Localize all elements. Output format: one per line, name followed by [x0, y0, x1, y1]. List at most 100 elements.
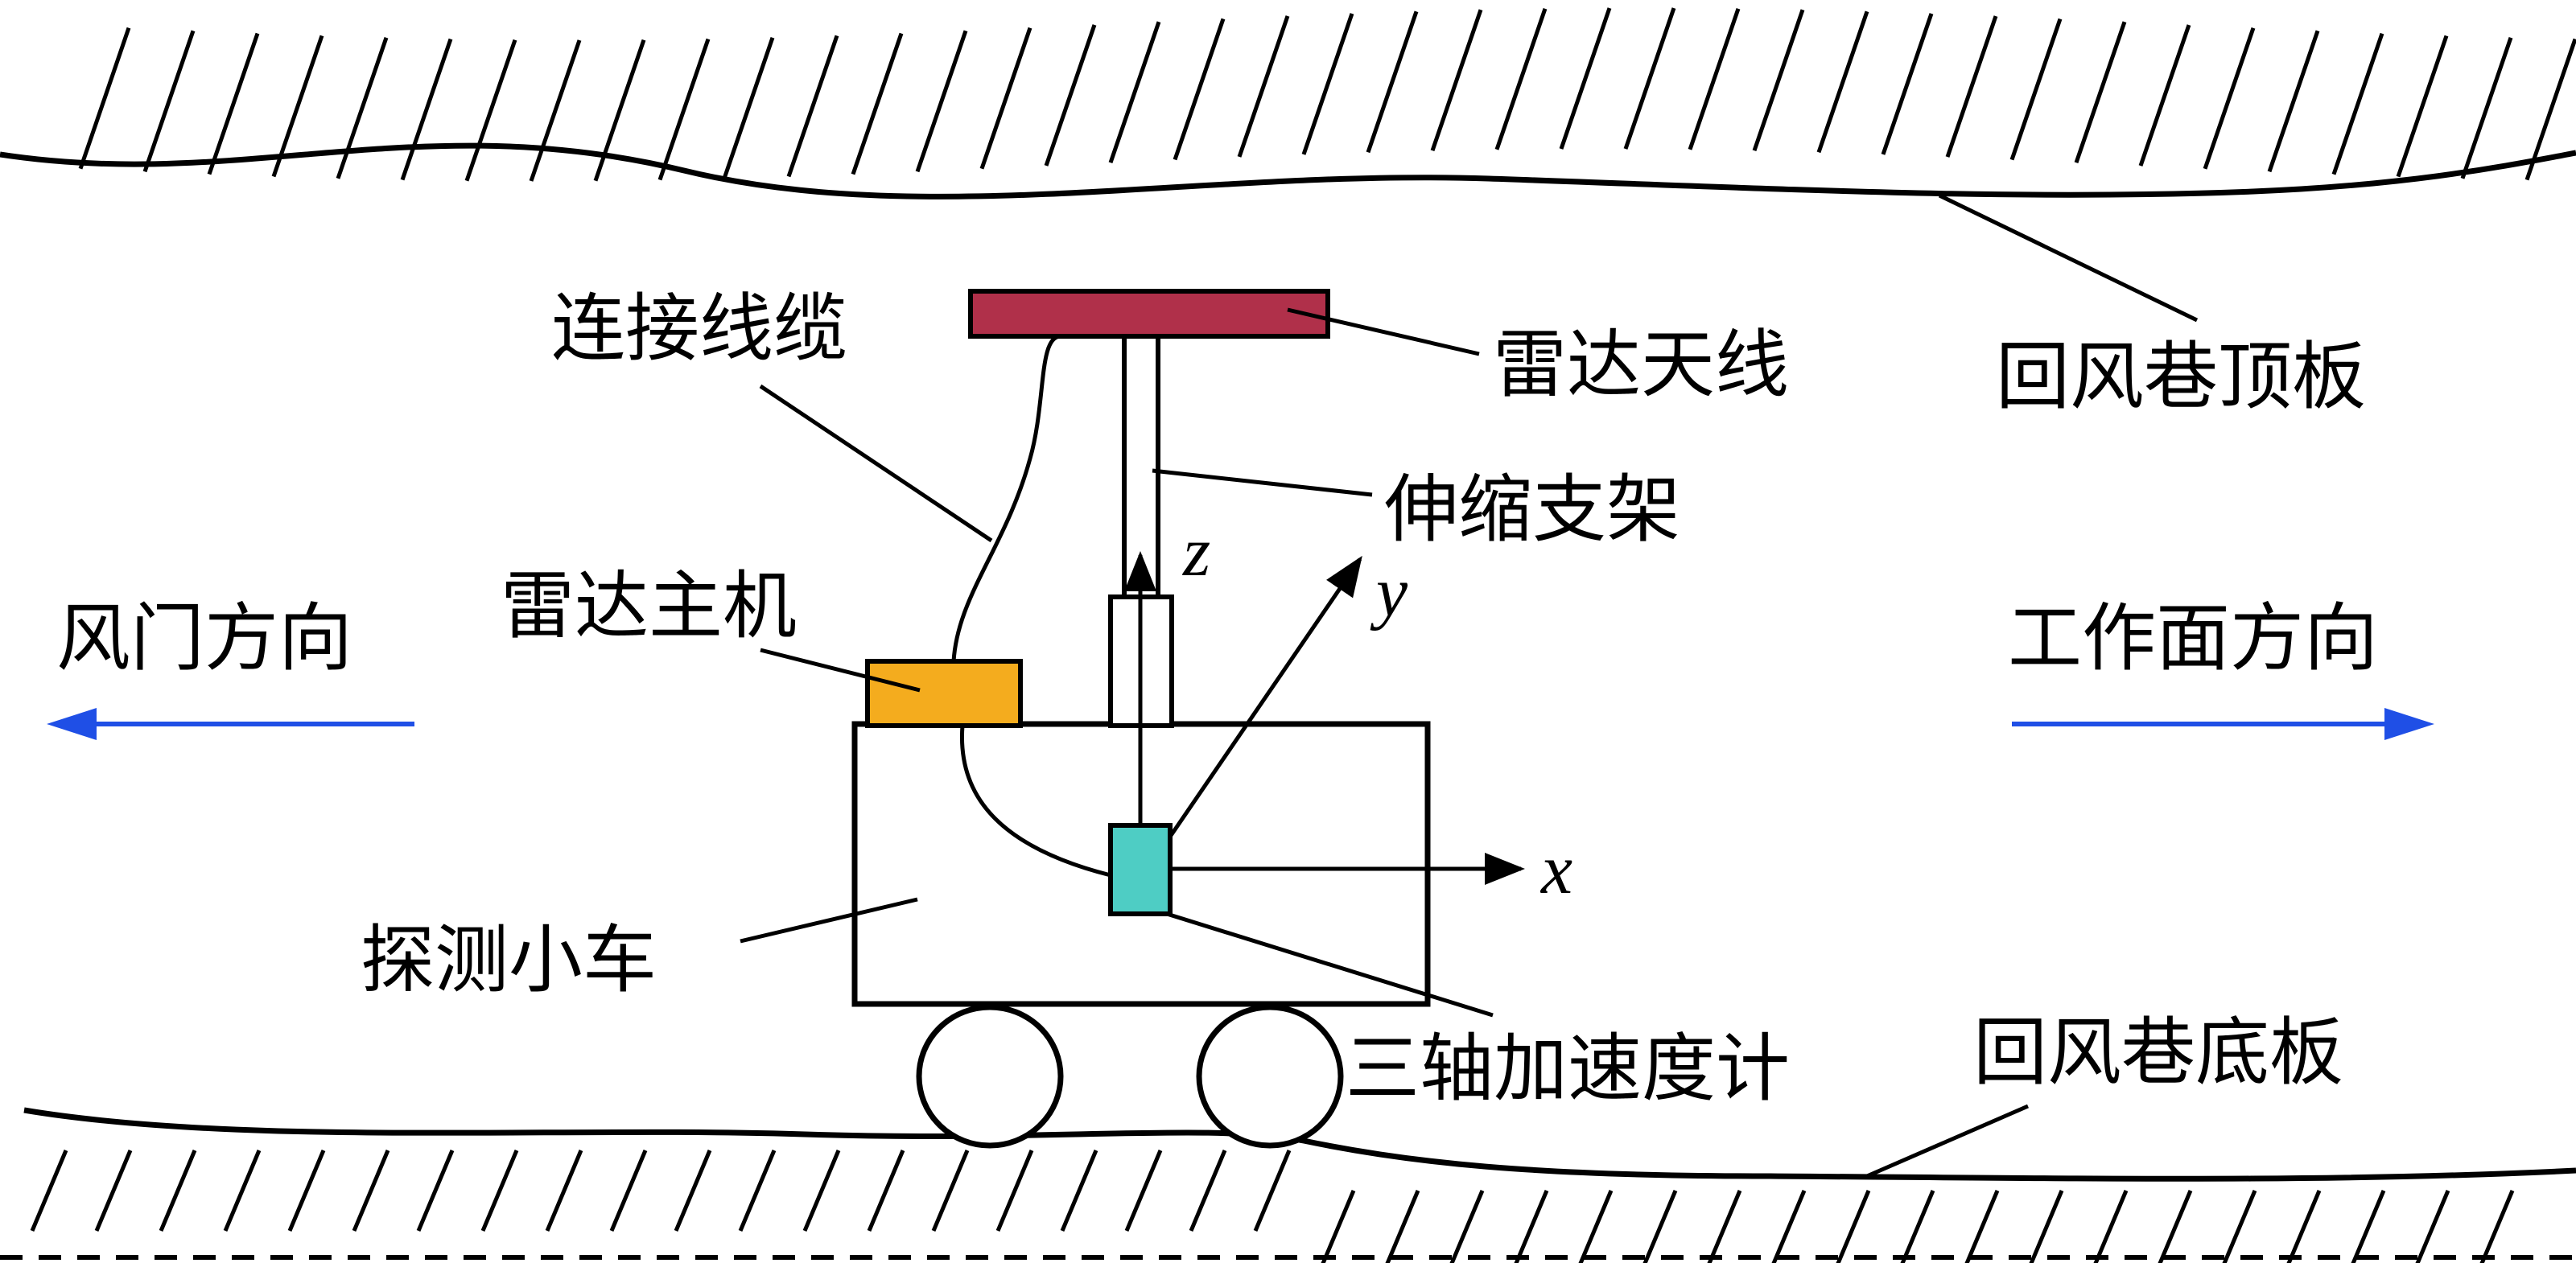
floor-hatch-mark: [159, 1150, 197, 1232]
roof-hatch-mark: [1945, 15, 1998, 158]
roof-hatch-mark: [1366, 10, 1419, 154]
floor-hatch-mark: [2222, 1190, 2257, 1263]
accelerometer-label: 三轴加速度计: [1346, 1026, 1790, 1112]
roof-hatch-mark: [722, 37, 775, 179]
floor-hatch-mark: [674, 1150, 712, 1232]
roof-hatch-mark: [78, 27, 131, 170]
antenna-label: 雷达天线: [1493, 322, 1789, 408]
floor-hatch-mark: [995, 1150, 1034, 1232]
floor-hatch-mark: [1514, 1190, 1549, 1263]
roof-hatch-mark: [2267, 30, 2320, 173]
roof-hatch-mark: [1816, 10, 1869, 154]
roof-hatch-mark: [1752, 9, 1805, 152]
roof-hatch-mark: [2460, 37, 2513, 179]
roof-hatch-mark: [400, 38, 453, 181]
floor-hatch-mark: [867, 1150, 905, 1232]
roof-hatch-mark: [1108, 21, 1161, 163]
floor-hatch-mark: [931, 1150, 970, 1232]
mast-leader-line: [1152, 468, 1373, 497]
roof-hatch-mark: [1430, 9, 1483, 152]
floor-hatch-mark: [1578, 1190, 1614, 1263]
floor-hatch-mark: [1900, 1190, 1935, 1263]
roof-hatch-mark: [1881, 13, 1934, 155]
vehicle-label: 探测小车: [361, 917, 657, 1003]
floor-hatch-mark: [545, 1150, 583, 1232]
roof-hatch-mark: [1237, 15, 1290, 158]
floor-hatch-mark: [2286, 1190, 2322, 1263]
internal-cable: [959, 725, 1111, 878]
radar-antenna-bar: [968, 289, 1330, 339]
floor-hatch-mark: [1449, 1190, 1485, 1263]
roof-hatch-mark: [1173, 18, 1226, 161]
floor-hatch-mark: [2093, 1190, 2129, 1263]
floor-hatch-mark: [287, 1150, 326, 1232]
floor-hatch-mark: [480, 1150, 519, 1232]
right-direction-label: 工作面方向: [2008, 595, 2378, 681]
roof-hatch-mark: [271, 35, 324, 178]
floor-label: 回风巷底板: [1973, 1010, 2343, 1096]
floor-hatch-mark: [1060, 1150, 1098, 1232]
right-direction-arrow: [2012, 708, 2434, 740]
roof-hatch-mark: [1623, 7, 1676, 150]
cable-label: 连接线缆: [551, 286, 847, 372]
floor-hatch-mark: [609, 1150, 648, 1232]
floor-hatch-mark: [1189, 1150, 1227, 1232]
floor-hatch-mark: [30, 1150, 68, 1232]
floor-hatch-mark: [1385, 1190, 1420, 1263]
roof-hatch-mark: [2074, 21, 2127, 164]
connecting-cable: [951, 334, 1061, 662]
floor-hatch-mark: [738, 1150, 777, 1232]
x-axis-label: x: [1539, 831, 1572, 909]
roof-hatch-mark: [1301, 13, 1354, 155]
roof-hatch-mark: [1044, 24, 1097, 167]
roof-hatch-mark: [142, 30, 196, 173]
roof-hatch-mark: [2331, 32, 2384, 175]
floor-hatch-mark: [802, 1150, 841, 1232]
floor-hatch-mark: [1253, 1150, 1292, 1232]
floor-hatch-mark: [1321, 1190, 1356, 1263]
roof-hatch-mark: [2396, 35, 2449, 178]
cable-leader-line: [759, 384, 993, 543]
vehicle-leader-line: [740, 897, 918, 944]
floor-hatch-mark: [2479, 1190, 2515, 1263]
roof-leader-line: [1938, 193, 2199, 323]
roof-hatch-mark: [2203, 27, 2256, 170]
floor-hatch-mark: [1642, 1190, 1678, 1263]
accelerometer-leader-line: [1166, 911, 1494, 1018]
roof-label: 回风巷顶板: [1996, 334, 2366, 420]
left-wheel: [916, 1004, 1064, 1149]
y-axis-label: y: [1370, 553, 1408, 632]
floor-hatch-mark: [1124, 1150, 1163, 1232]
floor-hatch-mark: [2029, 1190, 2064, 1263]
roof-hatch-mark: [464, 39, 517, 182]
roof-hatch-mark: [2524, 38, 2576, 181]
floor-hatch-mark: [94, 1150, 133, 1232]
floor-hatch-mark: [1964, 1190, 2000, 1263]
floor-leader-line: [1866, 1104, 2029, 1179]
roof-surface: [0, 7, 2576, 200]
right-wheel: [1196, 1004, 1344, 1149]
roof-hatch-mark: [2138, 24, 2191, 167]
antenna-leader-line: [1287, 307, 1480, 356]
left-direction-arrow: [47, 708, 414, 740]
radar-host-box: [865, 659, 1023, 728]
left-direction-label: 风门方向: [56, 595, 352, 681]
roof-hatch-mark: [1494, 7, 1548, 150]
roof-hatch-mark: [593, 39, 646, 182]
mast-label: 伸缩支架: [1384, 467, 1680, 553]
floor-hatch-mark: [1836, 1190, 1871, 1263]
roof-hatch-mark: [915, 30, 968, 173]
floor-hatching: [30, 1150, 2515, 1263]
floor-hatch-mark: [352, 1150, 390, 1232]
floor-hatch-mark: [2158, 1190, 2193, 1263]
floor-line: [23, 1107, 2576, 1182]
z-axis-label: z: [1182, 513, 1210, 591]
roof-hatch-mark: [2009, 18, 2063, 161]
floor-hatch-mark: [416, 1150, 455, 1232]
y-axis-arrow: [1168, 555, 1362, 838]
roof-hatch-mark: [336, 37, 389, 179]
floor-hatch-mark: [223, 1150, 262, 1232]
floor-hatch-mark: [1771, 1190, 1807, 1263]
roof-hatching: [78, 7, 2576, 182]
